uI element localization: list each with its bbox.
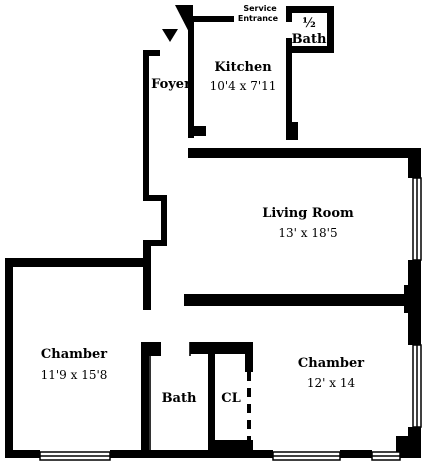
foyer-kitchen-wall-notch [188, 126, 206, 136]
entry-door-marker [162, 29, 178, 42]
half-bath-name: Bath [292, 32, 327, 47]
closet-wall-right [245, 342, 253, 372]
exterior-wall-bottom-3 [205, 450, 273, 458]
service-entrance-wall [190, 16, 234, 22]
walls [5, 5, 421, 458]
chamber-left-wall-right [141, 342, 149, 450]
partitions [149, 342, 251, 452]
half-bath-wall-right [327, 6, 334, 53]
living-room-dims: 13' x 18'5 [278, 226, 337, 240]
half-bath-wall-bottom [286, 46, 334, 53]
foyer-wall-step-back [143, 240, 167, 246]
foyer-wall-top [143, 50, 160, 56]
chamber-right-name: Chamber [298, 356, 364, 371]
living-room-wall-bottom [184, 294, 421, 306]
chamber-left-wall-top [5, 258, 150, 267]
foyer-name: Foyer [151, 77, 191, 92]
kitchen-wall-right-foot [286, 122, 298, 140]
half-bath-wall-left [286, 6, 292, 22]
kitchen-name: Kitchen [214, 60, 272, 75]
service-entrance-label-line1: Service [243, 4, 277, 13]
foyer-wall-left-lower [143, 240, 151, 310]
foyer-kitchen-wall [188, 16, 194, 138]
service-entrance-label-line2: Entrance [238, 14, 279, 23]
half-bath-wall-left-lower [286, 38, 292, 53]
exterior-wall-bottom-2 [110, 450, 210, 458]
closet-wall-bottom [215, 440, 253, 452]
living-room-wall-right-top [408, 148, 421, 178]
chamber-right-dims: 12' x 14 [307, 376, 356, 390]
chamber-left-door-jamb [141, 342, 161, 356]
chamber-left-name: Chamber [41, 347, 107, 362]
half-bath-fraction: ½ [302, 16, 316, 31]
exterior-wall-bottom-1 [5, 450, 40, 458]
bath-wall-top-right [190, 342, 252, 354]
kitchen-dims: 10'4 x 7'11 [210, 79, 277, 93]
exterior-wall-bottom-4 [340, 450, 372, 458]
half-bath-wall-top [286, 6, 334, 13]
foyer-wall-left-upper [143, 50, 149, 200]
chamber-left-dims: 11'9 x 15'8 [41, 368, 108, 382]
foyer-wall-step [143, 195, 167, 201]
windows [39, 177, 422, 461]
bath-wall-right [208, 342, 215, 452]
living-room-wall-top [188, 148, 420, 158]
living-room-name: Living Room [262, 206, 354, 221]
closet-name: CL [221, 391, 241, 406]
foyer-wall-mid [161, 195, 167, 245]
bath-name: Bath [162, 391, 197, 406]
chamber-left-wall-left [5, 258, 13, 458]
labels: Service Entrance ½ Bath Kitchen 10'4 x 7… [41, 4, 365, 406]
chamber-right-corner [396, 436, 421, 458]
kitchen-wall-right [286, 46, 292, 140]
